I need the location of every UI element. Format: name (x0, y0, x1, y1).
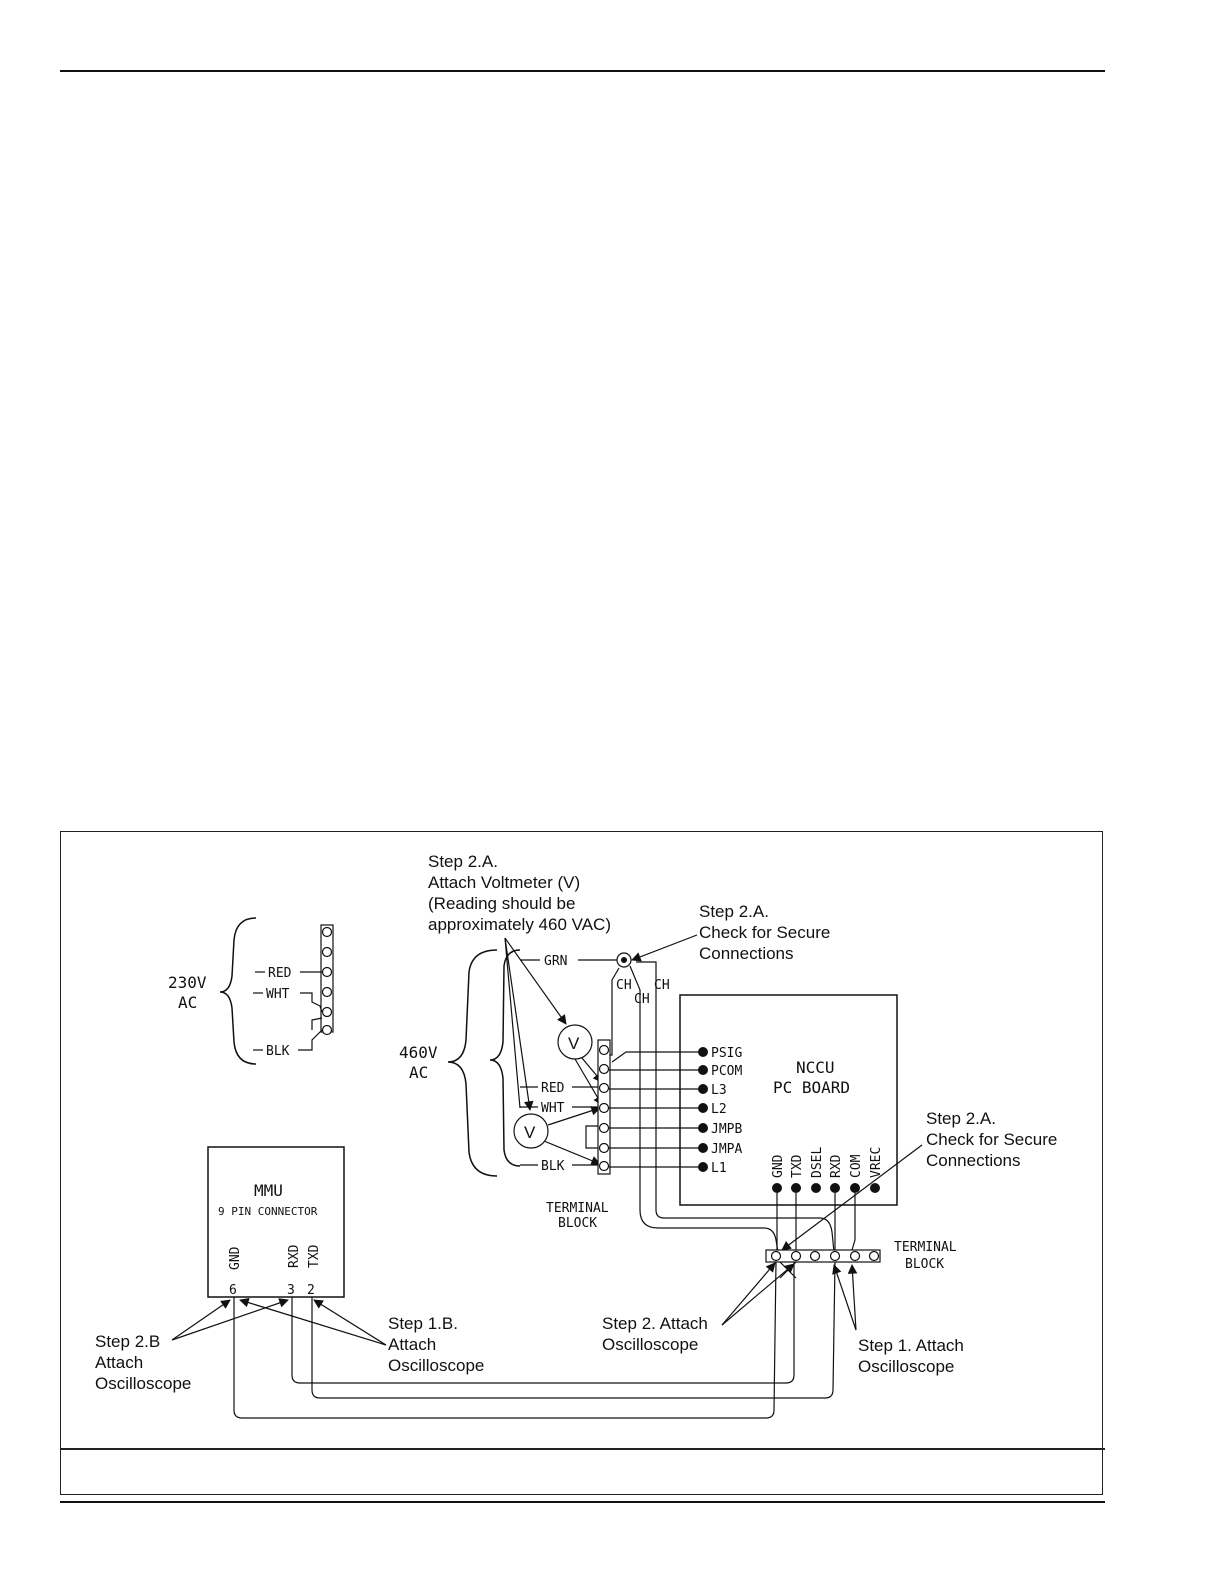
svg-text:Oscilloscope: Oscilloscope (858, 1357, 954, 1376)
svg-text:Oscilloscope: Oscilloscope (602, 1335, 698, 1354)
brace-230 (219, 917, 257, 1065)
step-2b-note: Step 2.B Attach Oscilloscope (95, 1298, 289, 1393)
svg-text:Oscilloscope: Oscilloscope (95, 1374, 191, 1393)
step-1b-note: Step 1.B. Attach Oscilloscope (239, 1297, 484, 1375)
svg-text:2: 2 (307, 1283, 315, 1298)
brace-460 (447, 949, 498, 1177)
svg-text:Step 2.B: Step 2.B (95, 1332, 160, 1351)
svg-text:RXD: RXD (287, 1244, 302, 1268)
wire460-wht: WHT (541, 1101, 565, 1116)
svg-text:Step 2.A.: Step 2.A. (428, 852, 498, 871)
step-2-attach-note: Step 2. Attach Oscilloscope (602, 1262, 795, 1354)
svg-text:CH: CH (634, 992, 650, 1007)
svg-text:JMPB: JMPB (711, 1122, 742, 1137)
svg-text:Step 2. Attach: Step 2. Attach (602, 1314, 708, 1333)
svg-text:DSEL: DSEL (810, 1147, 825, 1178)
voltmeter-top: V (557, 1024, 603, 1106)
terminal-strip-lower: TERMINAL BLOCK (765, 1240, 957, 1272)
svg-text:Check for Secure: Check for Secure (926, 1130, 1057, 1149)
footer-rule (60, 1501, 1105, 1503)
svg-text:3: 3 (287, 1283, 295, 1298)
wire460-red: RED (541, 1081, 565, 1096)
svg-text:Attach Voltmeter (V): Attach Voltmeter (V) (428, 873, 580, 892)
svg-text:GND: GND (228, 1246, 243, 1270)
voltmeter-bottom: V (513, 1106, 601, 1166)
svg-text:TXD: TXD (790, 1154, 805, 1178)
mmu-cables (233, 1261, 836, 1419)
terminal-block-lower-label: TERMINAL (894, 1240, 957, 1255)
step-1-attach-note: Step 1. Attach Oscilloscope (832, 1264, 964, 1376)
nccu-title: NCCU (796, 1058, 835, 1077)
svg-text:Connections: Connections (926, 1151, 1021, 1170)
svg-text:(Reading should be: (Reading should be (428, 894, 575, 913)
svg-text:approximately 460 VAC): approximately 460 VAC) (428, 915, 611, 934)
figure-frame (60, 831, 1103, 1495)
svg-text:VREC: VREC (869, 1147, 884, 1178)
v230-ac-label: AC (178, 993, 197, 1012)
svg-text:PSIG: PSIG (711, 1046, 742, 1061)
wire460-blk: BLK (541, 1159, 565, 1174)
svg-text:Step 2.A.: Step 2.A. (926, 1109, 996, 1128)
svg-text:PCOM: PCOM (711, 1064, 742, 1079)
svg-text:L3: L3 (711, 1083, 727, 1098)
wire460-grn: GRN (544, 954, 567, 969)
mmu-connector: MMU 9 PIN CONNECTOR GND RXD TXD 6 3 2 (207, 1146, 345, 1298)
svg-text:L2: L2 (711, 1102, 727, 1117)
svg-text:Attach: Attach (95, 1353, 143, 1372)
svg-text:RXD: RXD (829, 1154, 844, 1178)
svg-text:TXD: TXD (307, 1244, 322, 1268)
nccu-pc-board: NCCU PC BOARD PSIG PCOM L3 L2 JMPB JMPA … (679, 994, 898, 1206)
svg-text:V: V (524, 1123, 536, 1142)
svg-text:6: 6 (229, 1283, 237, 1298)
wire230-wht: WHT (266, 987, 290, 1002)
nccu-feed-wires (609, 1051, 700, 1168)
wire230-blk: BLK (266, 1044, 290, 1059)
ac-460-section: 460V AC GRN CH CH CH RED WHT BLK V V (399, 949, 835, 1253)
svg-text:GND: GND (771, 1154, 786, 1178)
caption-divider (60, 1448, 1105, 1450)
step-2a-voltmeter-note: Step 2.A. Attach Voltmeter (V) (Reading … (428, 852, 611, 1111)
terminal-block-left-label: TERMINAL (546, 1201, 609, 1216)
svg-text:BLOCK: BLOCK (905, 1257, 944, 1272)
svg-text:JMPA: JMPA (711, 1142, 742, 1157)
svg-text:Step 1. Attach: Step 1. Attach (858, 1336, 964, 1355)
svg-text:CH: CH (654, 978, 670, 993)
v230-label: 230V (168, 973, 207, 992)
header-rule (60, 70, 1105, 72)
wire230-red: RED (268, 966, 292, 981)
svg-text:CH: CH (616, 978, 632, 993)
ac-230-section: 230V AC RED WHT BLK (168, 917, 334, 1065)
step-2a-secure-top-note: Step 2.A. Check for Secure Connections (631, 902, 830, 963)
terminal-strip-460 (597, 1039, 611, 1175)
step-2a-secure-right-note: Step 2.A. Check for Secure Connections (781, 1109, 1057, 1251)
v460-label: 460V (399, 1043, 438, 1062)
terminal-strip-230 (320, 924, 334, 1036)
mmu-title: MMU (254, 1181, 283, 1200)
nccu-left-pins: PSIG PCOM L3 L2 JMPB JMPA L1 (698, 1046, 742, 1176)
svg-text:Check for Secure: Check for Secure (699, 923, 830, 942)
svg-text:COM: COM (849, 1154, 864, 1178)
svg-text:Connections: Connections (699, 944, 794, 963)
svg-text:Step 2.A.: Step 2.A. (699, 902, 769, 921)
svg-text:Oscilloscope: Oscilloscope (388, 1356, 484, 1375)
svg-text:L1: L1 (711, 1161, 727, 1176)
svg-text:BLOCK: BLOCK (558, 1216, 597, 1231)
svg-text:Step 1.B.: Step 1.B. (388, 1314, 458, 1333)
nccu-bottom-pins: GND TXD DSEL RXD COM VREC (771, 1147, 884, 1193)
nccu-subtitle: PC BOARD (773, 1078, 850, 1097)
svg-text:Attach: Attach (388, 1335, 436, 1354)
nccu-to-terminal-wires (776, 1193, 856, 1251)
svg-text:V: V (568, 1034, 580, 1053)
mmu-subtitle: 9 PIN CONNECTOR (218, 1205, 318, 1218)
v460-ac-label: AC (409, 1063, 428, 1082)
